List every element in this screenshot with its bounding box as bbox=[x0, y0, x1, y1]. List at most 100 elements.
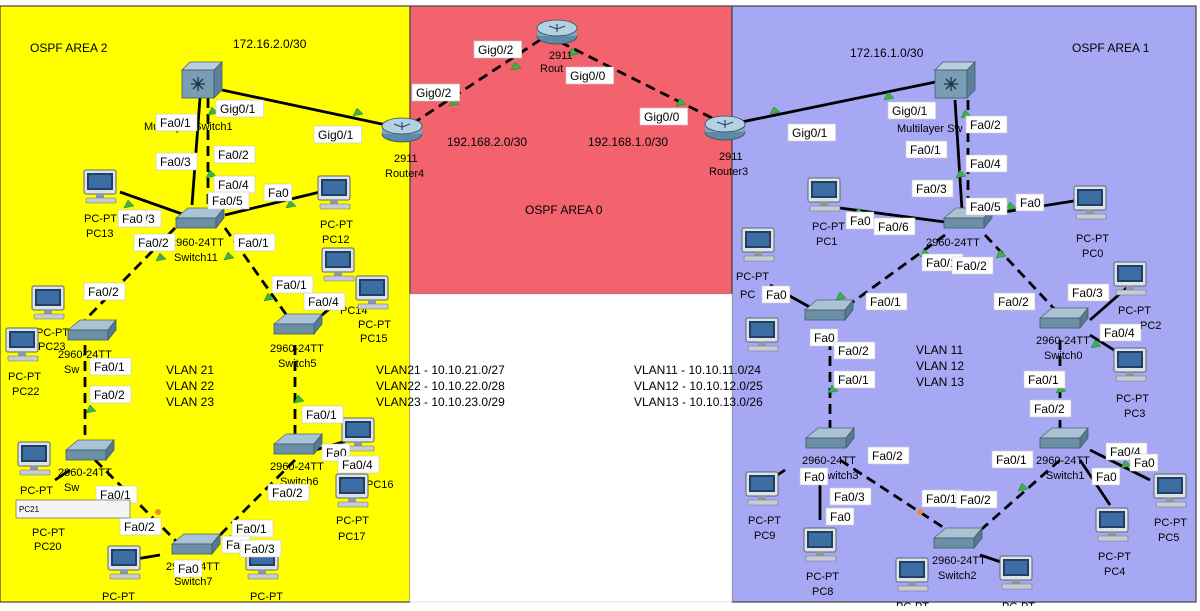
port-label: Gig0/0 bbox=[639, 107, 688, 126]
port-label: Gig0/2 bbox=[411, 83, 460, 102]
pc8[interactable]: PC-PT PC8 bbox=[803, 527, 839, 598]
pc19[interactable]: PC-PT bbox=[245, 545, 283, 603]
switch-model: 2960-24TT bbox=[270, 461, 324, 473]
pc9[interactable]: PC-PT PC9 bbox=[745, 471, 781, 542]
pc-type: PC-PT bbox=[320, 219, 353, 231]
port-labels: Gig0/2Gig0/0Gig0/2Gig0/1Gig0/0Gig0/1Gig0… bbox=[83, 40, 1159, 578]
svg-text:Fa0: Fa0 bbox=[814, 331, 835, 345]
pc5[interactable]: PC-PT PC5 bbox=[1153, 473, 1187, 544]
switch0[interactable]: 2960-24TT Switch0 bbox=[1036, 307, 1090, 362]
switch-name: Switch5 bbox=[278, 358, 317, 370]
pc-name: PC bbox=[740, 289, 755, 301]
port-label: Fa0/1 bbox=[89, 357, 132, 376]
pc21[interactable]: PC-PT bbox=[17, 441, 53, 497]
port-label: Fa0/5 bbox=[207, 191, 250, 210]
pc0[interactable]: PC-PT PC0 bbox=[1073, 185, 1109, 260]
svg-text:Fa0/1: Fa0/1 bbox=[870, 295, 901, 309]
svg-text:Fa0: Fa0 bbox=[1020, 196, 1041, 210]
svg-text:Fa0/2: Fa0/2 bbox=[960, 493, 991, 507]
port-label: Fa0/4 bbox=[965, 154, 1008, 173]
switch5[interactable]: 2960-24TT Switch5 bbox=[270, 313, 324, 370]
pc20[interactable]: PC-PT PC20 bbox=[32, 527, 65, 553]
svg-text:Fa0/2: Fa0/2 bbox=[956, 259, 987, 273]
pc11[interactable] bbox=[745, 317, 779, 352]
pc-type: PC-PT bbox=[250, 591, 283, 603]
router3[interactable]: 2911 Router3 bbox=[704, 115, 748, 178]
subnet-label: VLAN11 - 10.10.11.0/24 bbox=[634, 363, 761, 377]
pc-type: PC-PT bbox=[8, 371, 41, 383]
port-label: Fa0 bbox=[1015, 193, 1045, 212]
svg-text:Fa0/2: Fa0/2 bbox=[970, 118, 1001, 132]
switch-name: Sw bbox=[64, 482, 79, 494]
switch3[interactable]: 2960-24TT Switch3 bbox=[802, 427, 859, 482]
port-label: Gig0/1 bbox=[313, 125, 362, 144]
pc13[interactable]: PC-PT PC13 bbox=[83, 169, 117, 240]
svg-text:Fa0/4: Fa0/4 bbox=[218, 178, 249, 192]
svg-text:Fa0: Fa0 bbox=[178, 562, 199, 576]
subnet-label: VLAN12 - 10.10.12.0/25 bbox=[634, 379, 763, 393]
pc17[interactable]: PC-PT PC17 bbox=[335, 473, 369, 543]
multilayer-switch-right[interactable]: Multilayer Sw bbox=[897, 61, 976, 135]
pc22[interactable]: PC-PT PC22 bbox=[5, 327, 41, 398]
switch-name: Switch0 bbox=[1044, 350, 1083, 362]
pc-type: PC-PT bbox=[1076, 233, 1109, 245]
svg-text:Fa0/5: Fa0/5 bbox=[212, 194, 243, 208]
pc-name: PC23 bbox=[38, 341, 66, 353]
switch-model: 2960-24TT bbox=[932, 555, 986, 567]
pc1[interactable]: PC-PT PC1 bbox=[807, 177, 845, 248]
area-1-title: OSPF AREA 1 bbox=[1072, 41, 1150, 55]
pc2[interactable]: PC-PT PC2 bbox=[1113, 261, 1161, 332]
pc18[interactable]: PC-PT bbox=[102, 545, 141, 603]
switch1[interactable]: 2960-24TT Switch1 bbox=[1036, 427, 1090, 482]
pc-name: PC4 bbox=[1104, 566, 1125, 578]
area-0-title: OSPF AREA 0 bbox=[525, 203, 603, 217]
svg-text:Gig0/0: Gig0/0 bbox=[644, 110, 680, 124]
pc-name: PC12 bbox=[322, 234, 350, 246]
pc10[interactable]: PC-PT PC bbox=[736, 227, 775, 301]
switch-name: Sw bbox=[64, 364, 79, 376]
port-label: Fa0/1 bbox=[1023, 370, 1066, 389]
switch-model: 2960-24TT bbox=[1036, 455, 1090, 467]
pc-name: PC0 bbox=[1082, 248, 1103, 260]
port-label: Fa0/5 bbox=[965, 197, 1008, 216]
svg-text:Fa0/4: Fa0/4 bbox=[308, 295, 339, 309]
port-label: Fa0/3 bbox=[239, 539, 282, 558]
router-top[interactable]: 2911 Rout bbox=[536, 19, 578, 75]
svg-text:Fa0/1: Fa0/1 bbox=[236, 522, 267, 536]
svg-text:Gig0/2: Gig0/2 bbox=[416, 86, 452, 100]
svg-text:Fa0/1: Fa0/1 bbox=[910, 143, 941, 157]
vlan-label: VLAN 23 bbox=[166, 395, 214, 409]
svg-text:Fa0/4: Fa0/4 bbox=[342, 458, 373, 472]
switch2[interactable]: 2960-24TT Switch2 bbox=[932, 527, 986, 582]
switch-left-b[interactable]: 2960-24TT Sw bbox=[58, 439, 115, 494]
port-label: Fa0/1 bbox=[155, 113, 198, 132]
pc3[interactable]: PC-PT PC3 bbox=[1113, 347, 1149, 420]
svg-text:Fa0/1: Fa0/1 bbox=[100, 488, 131, 502]
port-label: Fa0/2 bbox=[955, 490, 998, 509]
vlan-label: VLAN 21 bbox=[166, 363, 214, 377]
switch-model: 2960-24TT bbox=[58, 467, 112, 479]
pc-name: PC22 bbox=[12, 386, 40, 398]
pc-name: PC20 bbox=[34, 541, 62, 553]
svg-text:Fa0/1: Fa0/1 bbox=[926, 256, 957, 270]
switch-model: 2960-24TT bbox=[926, 237, 980, 249]
pc4[interactable]: PC-PT PC4 bbox=[1095, 507, 1131, 578]
port-label: Fa0/1 bbox=[231, 519, 274, 538]
pc23[interactable]: PC-PT PC23 bbox=[31, 285, 69, 353]
router4[interactable]: 2911 Router4 bbox=[381, 117, 424, 180]
port-label: Fa0/2 bbox=[833, 341, 876, 360]
port-label: Fa0/2 bbox=[133, 233, 176, 252]
port-label: Fa0/3 bbox=[829, 487, 872, 506]
switch11[interactable]: 2960-24TT Switch11 bbox=[170, 207, 225, 264]
pc-type: PC-PT bbox=[1098, 551, 1131, 563]
switch-core-right[interactable]: 2960-24TT bbox=[926, 207, 993, 249]
pc16[interactable]: PC16 bbox=[341, 417, 394, 491]
pc12[interactable]: PC-PT PC12 bbox=[317, 175, 353, 246]
port-label: Fa0/2 bbox=[993, 292, 1036, 311]
subnet-label: VLAN22 - 10.10.22.0/28 bbox=[376, 379, 505, 393]
svg-text:Fa0/2: Fa0/2 bbox=[218, 148, 249, 162]
switch-model: 2960-24TT bbox=[270, 343, 324, 355]
pc15[interactable]: PC-PT PC15 bbox=[355, 275, 391, 345]
pc-type: PC-PT bbox=[806, 571, 839, 583]
